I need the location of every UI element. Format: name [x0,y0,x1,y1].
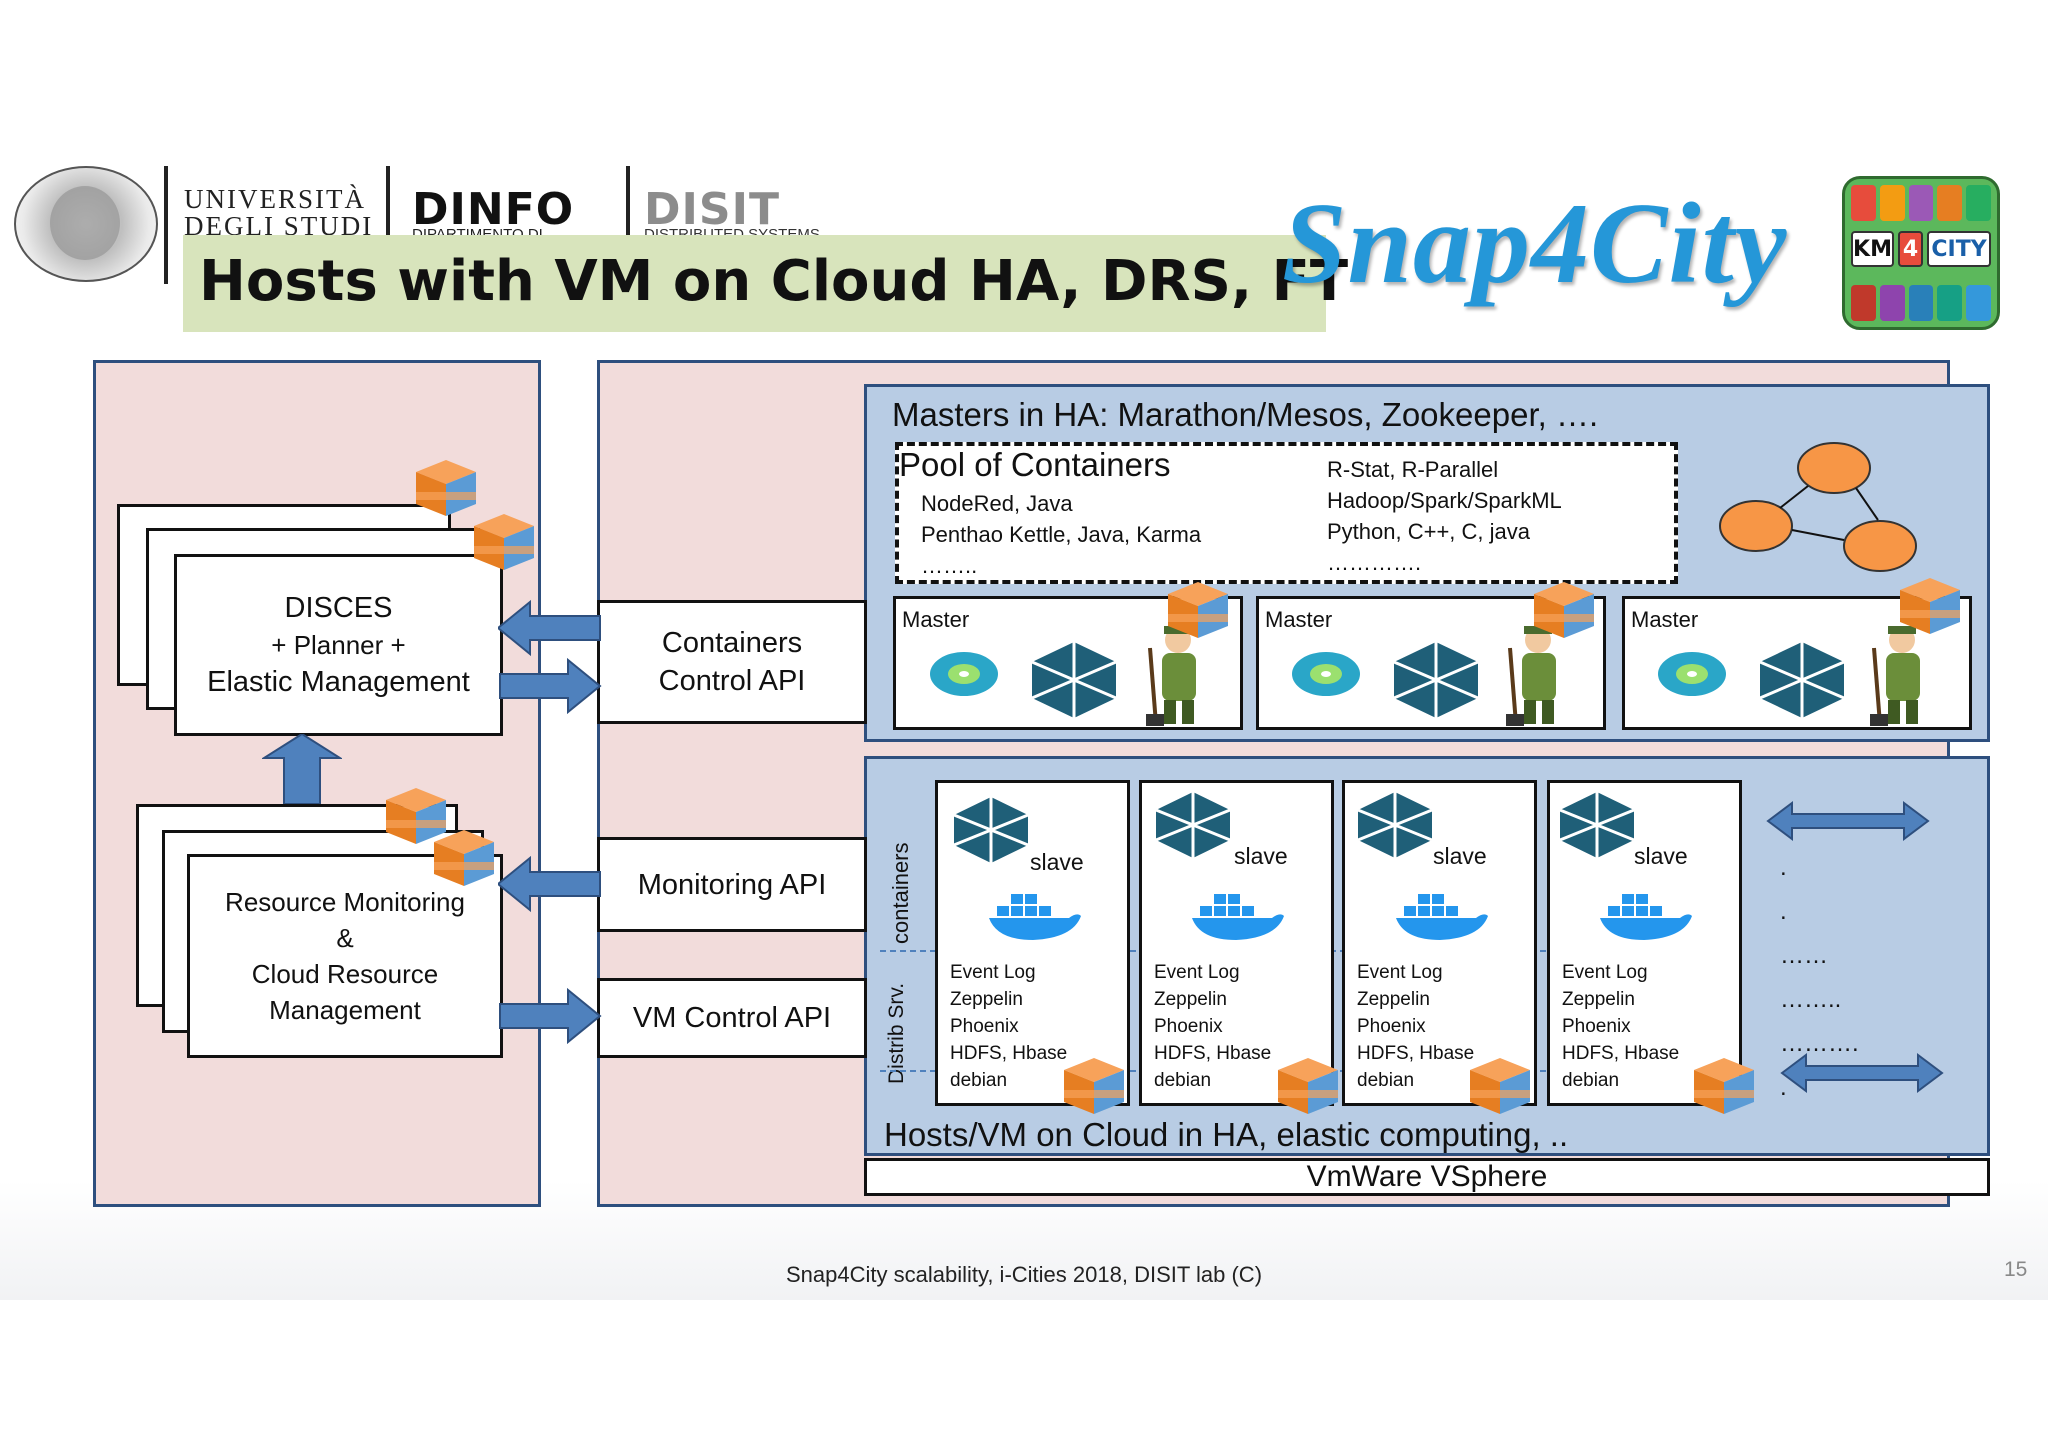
mesos-cluster-icon [953,797,1029,863]
zookeeper-icon [1870,626,1920,726]
page-title: Hosts with VM on Cloud HA, DRS, FT [199,249,1349,314]
app-os-cube-icon [1534,582,1594,638]
divider [626,166,630,284]
app-os-cube-icon [1064,1058,1124,1114]
mesos-cluster-icon [1759,642,1845,718]
app-os-cube-icon [474,514,534,570]
scale-out-arrow-icon [1780,1053,1944,1093]
zookeeper-icon [1146,626,1196,726]
disc-icon [1292,652,1360,696]
divider [164,166,168,284]
mesos-cluster-icon [1357,792,1433,858]
university-name: UNIVERSITÀ DEGLI STUDI [184,184,374,241]
containers-control-api-box: Containers Control API [597,600,867,724]
containers-side-label: containers [888,842,913,944]
masters-heading: Masters in HA: Marathon/Mesos, Zookeeper… [892,396,1599,433]
mesos-cluster-icon [1559,792,1635,858]
page-number: 15 [2004,1258,2028,1281]
hosts-caption: Hosts/VM on Cloud in HA, elastic computi… [884,1116,1569,1153]
docker-whale-icon [989,894,1081,940]
app-os-cube-icon [1278,1058,1338,1114]
scale-out-arrow-icon [1766,801,1930,841]
pool-list-right: R-Stat, R-Parallel Hadoop/Spark/SparkML … [1327,457,1562,575]
right-arrow-icon [499,987,602,1045]
slide-footer: Snap4City scalability, i-Cities 2018, DI… [785,1262,1263,1287]
disc-icon [1658,652,1726,696]
app-os-cube-icon [386,788,446,844]
docker-whale-icon [1600,894,1692,940]
km4city-logo: KM 4 CITY [1842,176,2000,330]
title-banner: Hosts with VM on Cloud HA, DRS, FT [183,235,1348,332]
app-os-cube-icon [1470,1058,1530,1114]
pool-of-containers-box: Pool of Containers NodeRed, Java Penthao… [895,442,1678,584]
disit-logo: DISIT [644,184,780,235]
app-os-cube-icon [416,460,476,516]
docker-whale-icon [1396,894,1488,940]
bottom-band [0,1300,2048,1448]
app-os-cube-icon [1900,578,1960,634]
mesos-cluster-icon [1155,792,1231,858]
disces-box: DISCES + Planner + Elastic Management [174,554,503,736]
pool-title: Pool of Containers [899,446,1171,483]
more-hosts-ellipsis: . . …… …….. ………. . [1780,854,1859,1101]
dinfo-logo: DINFO [412,184,575,235]
pool-list-left: NodeRed, Java Penthao Kettle, Java, Karm… [921,491,1202,578]
docker-whale-icon [1192,894,1284,940]
app-os-cube-icon [1694,1058,1754,1114]
app-os-cube-icon [1168,582,1228,638]
distrib-srv-side-label: Distrib Srv. [885,982,908,1084]
ha-cluster-graph-icon [1719,442,1917,572]
bidirectional-arrows-icon [498,599,602,715]
vmware-vsphere-bar: VmWare VSphere [864,1158,1990,1196]
app-os-cube-icon [434,830,494,886]
divider [386,166,390,284]
resource-monitoring-box: Resource Monitoring & Cloud Resource Man… [187,854,503,1058]
mesos-cluster-icon [1031,642,1117,718]
vm-control-api-box: VM Control API [597,978,867,1058]
mesos-cluster-icon [1393,642,1479,718]
disc-icon [930,652,998,696]
snap4city-brand-logo: Snap4City [1282,180,1788,308]
zookeeper-icon [1506,626,1556,726]
left-arrow-icon [498,855,601,913]
monitoring-api-box: Monitoring API [597,837,867,932]
up-arrow-icon [262,734,342,804]
university-seal-logo [14,166,158,282]
